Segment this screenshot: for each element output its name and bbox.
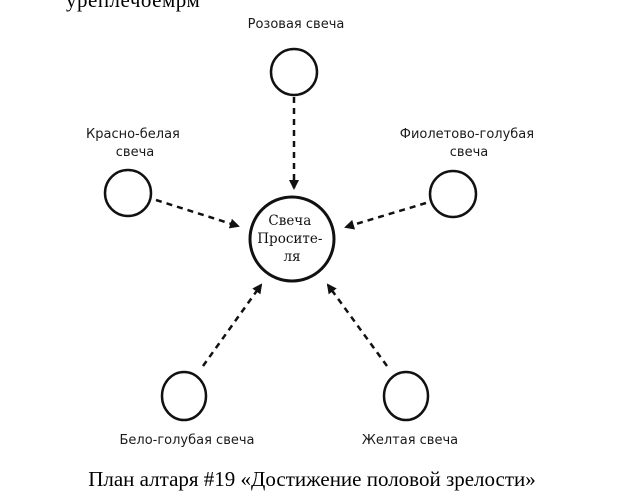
petitioner-candle-circle (248, 195, 336, 283)
petitioner-candle-label: Свеча Просите- ля (257, 213, 326, 265)
red-white-candle-label: Красно-белая свеча (86, 127, 184, 160)
yellow-candle-circle (382, 370, 430, 422)
red-white-candle-circle (103, 168, 153, 218)
violet-blue-candle-label: Фиолетово-голубая свеча (400, 127, 538, 160)
pink-candle-label: Розовая свеча (248, 17, 345, 32)
petitioner-label-line: ля (283, 249, 300, 265)
yellow-candle-arrow (326, 283, 389, 367)
pink-candle-circle (269, 47, 319, 97)
white-blue-candle-arrow (201, 283, 263, 367)
white-blue-candle-circle (160, 370, 208, 422)
red-white-candle-arrow (155, 198, 240, 229)
violet-blue-candle-circle (428, 169, 478, 219)
petitioner-label-line: Просите- (257, 231, 322, 247)
figure-caption: План алтаря #19 «Достижение половой зрел… (88, 467, 536, 491)
petitioner-label-line: Свеча (268, 213, 311, 229)
cropped-text-fragment: уреплечоемрм (66, 0, 201, 12)
violet-blue-candle-arrow (344, 201, 427, 230)
white-blue-candle-label: Бело-голубая свеча (119, 433, 254, 448)
yellow-candle-label: Желтая свеча (362, 433, 458, 448)
